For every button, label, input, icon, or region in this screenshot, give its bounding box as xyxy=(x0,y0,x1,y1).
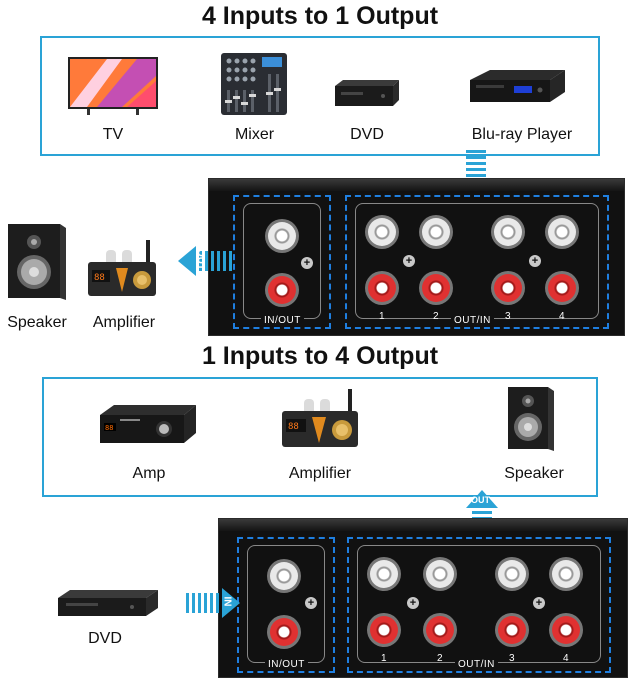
rca-jack-white-2[interactable] xyxy=(423,557,457,591)
source-label-bluray: Blu-ray Player xyxy=(471,126,573,143)
output-label-speaker-bottom: Speaker xyxy=(504,465,564,482)
rca-jack-white-1[interactable] xyxy=(367,557,401,591)
source-label-mixer: Mixer xyxy=(234,126,275,143)
screw-icon: + xyxy=(407,597,419,609)
rca-jack-red-1[interactable] xyxy=(367,613,401,647)
output-label-amp: Amp xyxy=(132,465,166,482)
speaker-icon xyxy=(508,387,554,451)
dvd-player-icon xyxy=(58,590,158,618)
screw-icon: + xyxy=(305,597,317,609)
rca-jack-white-2[interactable] xyxy=(419,215,453,249)
svg-text:88: 88 xyxy=(94,273,105,283)
screw-icon: + xyxy=(301,257,313,269)
source-label-tv: TV xyxy=(102,126,124,143)
amp-icon: 88 xyxy=(100,405,196,445)
port-number-4: 4 xyxy=(559,311,565,322)
rca-jack-white-4[interactable] xyxy=(545,215,579,249)
dvd-player-icon xyxy=(335,80,399,108)
tv-icon xyxy=(67,56,159,116)
out-in-label: OUT/IN xyxy=(455,659,498,670)
rca-jack-red[interactable] xyxy=(265,273,299,307)
switch-box-top: + IN/OUT + + 1 2 3 4 OUT/IN xyxy=(208,178,625,336)
screw-icon: + xyxy=(529,255,541,267)
in-arrow-right-icon: IN xyxy=(184,588,240,618)
section-title-top: 4 Inputs to 1 Output xyxy=(201,2,439,30)
out-in-zone xyxy=(345,195,609,329)
bluray-player-icon xyxy=(470,70,565,106)
rca-jack-red-4[interactable] xyxy=(545,271,579,305)
port-number-1: 1 xyxy=(379,311,385,322)
in-out-label: IN/OUT xyxy=(261,315,304,326)
rca-jack-red-2[interactable] xyxy=(423,613,457,647)
svg-text:88: 88 xyxy=(288,422,299,432)
rca-jack-red[interactable] xyxy=(267,615,301,649)
speaker-icon xyxy=(8,224,66,300)
output-label-speaker: Speaker xyxy=(7,314,67,331)
output-label-amplifier: Amplifier xyxy=(92,314,156,331)
mixer-icon xyxy=(220,52,288,116)
in-out-label: IN/OUT xyxy=(265,659,308,670)
rca-jack-white[interactable] xyxy=(267,559,301,593)
rca-jack-red-1[interactable] xyxy=(365,271,399,305)
rca-jack-white-3[interactable] xyxy=(491,215,525,249)
svg-text:88: 88 xyxy=(105,424,113,432)
out-arrow-label-bottom: OUT xyxy=(471,495,490,505)
screw-icon: + xyxy=(403,255,415,267)
switch-box-bottom: + IN/OUT + + 1 2 3 4 OUT/IN xyxy=(218,518,628,678)
port-number-2: 2 xyxy=(433,311,439,322)
port-number-1: 1 xyxy=(381,653,387,664)
amplifier-icon: 88 xyxy=(84,240,160,298)
port-number-4: 4 xyxy=(563,653,569,664)
rca-jack-white-1[interactable] xyxy=(365,215,399,249)
amplifier-icon: 88 xyxy=(278,389,362,449)
sources-panel-top: TV Mixer DVD xyxy=(40,36,600,156)
port-number-3: 3 xyxy=(505,311,511,322)
out-arrow-icon: OUT xyxy=(178,246,234,276)
in-arrow-label-bottom: IN xyxy=(221,596,233,607)
source-label-dvd: DVD xyxy=(350,126,384,143)
section-title-bottom: 1 Inputs to 4 Output xyxy=(201,342,439,370)
in-out-zone xyxy=(233,195,331,329)
rca-jack-red-4[interactable] xyxy=(549,613,583,647)
outputs-panel-bottom: 88 Amp 88 Amplifier Speaker xyxy=(42,377,598,497)
out-in-zone xyxy=(347,537,611,673)
rca-jack-red-3[interactable] xyxy=(491,271,525,305)
box-top-edge xyxy=(219,519,627,531)
output-label-amplifier-bottom: Amplifier xyxy=(288,465,352,482)
rca-jack-white-3[interactable] xyxy=(495,557,529,591)
out-arrow-label: OUT xyxy=(195,248,207,271)
out-in-label: OUT/IN xyxy=(451,315,494,326)
rca-jack-red-2[interactable] xyxy=(419,271,453,305)
rca-jack-white-4[interactable] xyxy=(549,557,583,591)
rca-jack-red-3[interactable] xyxy=(495,613,529,647)
source-label-dvd-bottom: DVD xyxy=(88,630,122,647)
screw-icon: + xyxy=(533,597,545,609)
box-top-edge xyxy=(209,179,624,191)
in-out-zone xyxy=(237,537,335,673)
rca-jack-white[interactable] xyxy=(265,219,299,253)
port-number-3: 3 xyxy=(509,653,515,664)
port-number-2: 2 xyxy=(437,653,443,664)
